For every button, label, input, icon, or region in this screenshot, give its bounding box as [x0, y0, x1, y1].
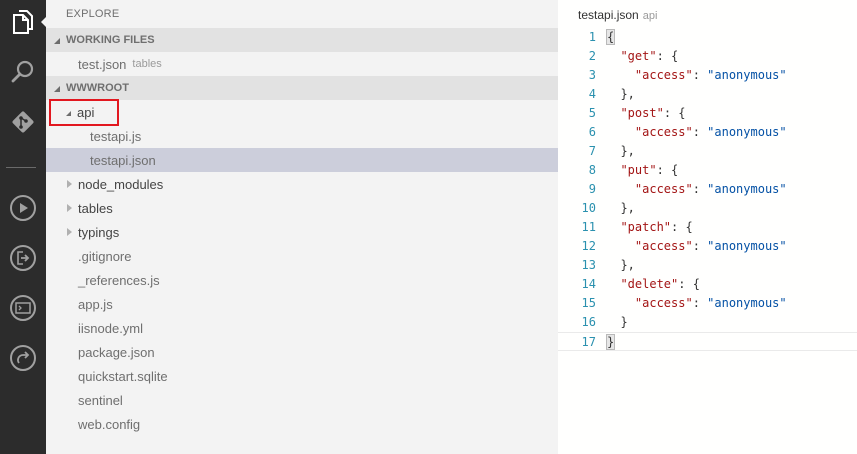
- git-icon[interactable]: [0, 102, 46, 142]
- working-files-header[interactable]: WORKING FILES: [46, 28, 558, 52]
- tree-file-web-config[interactable]: web.config: [78, 416, 141, 432]
- tree-file-testapi-json[interactable]: testapi.json: [46, 148, 558, 172]
- code-line[interactable]: 12 "access": "anonymous": [558, 237, 857, 256]
- chevron-right-icon: [67, 180, 72, 188]
- tree-folder-node-modules[interactable]: node_modules: [46, 172, 558, 196]
- line-number: 8: [588, 163, 596, 177]
- file-description: tables: [132, 58, 162, 70]
- chevron-down-icon: [54, 38, 60, 44]
- line-content: "post": {: [620, 106, 686, 120]
- line-number: 11: [581, 220, 596, 234]
- deploy-icon[interactable]: [0, 238, 46, 278]
- tree-file-references-js[interactable]: _references.js: [78, 272, 160, 288]
- line-number: 17: [581, 335, 596, 349]
- search-icon[interactable]: [0, 52, 46, 92]
- line-content: },: [606, 144, 635, 158]
- line-number: 14: [581, 277, 596, 291]
- line-content: "delete": {: [620, 277, 700, 291]
- code-line[interactable]: 1{: [558, 28, 857, 47]
- line-content: },: [606, 87, 635, 101]
- chevron-right-icon: [67, 228, 72, 236]
- tree-file-quickstart-sqlite[interactable]: quickstart.sqlite: [78, 368, 168, 384]
- line-content: },: [606, 201, 635, 215]
- code-area[interactable]: 1{2 "get": {3 "access": "anonymous"4 },5…: [558, 28, 857, 351]
- code-line[interactable]: 17}: [558, 332, 857, 351]
- line-number: 12: [581, 239, 596, 253]
- code-line[interactable]: 9 "access": "anonymous": [558, 180, 857, 199]
- debug-icon[interactable]: [0, 188, 46, 228]
- explorer-sidebar: EXPLORE WORKING FILES test.json tables W…: [46, 0, 558, 454]
- chevron-down-icon: [54, 86, 60, 92]
- line-number: 1: [588, 30, 596, 44]
- code-line[interactable]: 11 "patch": {: [558, 218, 857, 237]
- code-line[interactable]: 6 "access": "anonymous": [558, 123, 857, 142]
- line-content: }: [606, 334, 616, 350]
- code-line[interactable]: 4 },: [558, 85, 857, 104]
- line-content: },: [606, 258, 635, 272]
- line-content: "access": "anonymous": [634, 182, 787, 196]
- line-number: 15: [581, 296, 596, 310]
- line-content: "access": "anonymous": [634, 125, 787, 139]
- tree-folder-tables[interactable]: tables: [46, 196, 558, 220]
- tree-file-testapi-js[interactable]: testapi.js: [90, 128, 142, 144]
- line-content: "patch": {: [620, 220, 693, 234]
- line-content: "access": "anonymous": [634, 68, 787, 82]
- line-number: 9: [588, 182, 596, 196]
- line-content: {: [606, 29, 616, 45]
- tree-file-sentinel[interactable]: sentinel: [78, 392, 123, 408]
- active-indicator: [41, 17, 46, 27]
- terminal-icon[interactable]: [0, 288, 46, 328]
- code-line[interactable]: 15 "access": "anonymous": [558, 294, 857, 313]
- wwwroot-header[interactable]: WWWROOT: [46, 76, 558, 100]
- code-line[interactable]: 3 "access": "anonymous": [558, 66, 857, 85]
- editor-file-name: testapi.json: [578, 8, 639, 22]
- activity-bar: [0, 0, 46, 454]
- line-number: 10: [581, 201, 596, 215]
- explore-title: EXPLORE: [66, 8, 120, 20]
- line-number: 7: [588, 144, 596, 158]
- line-number: 4: [588, 87, 596, 101]
- code-line[interactable]: 2 "get": {: [558, 47, 857, 66]
- tree-file-iisnode-yml[interactable]: iisnode.yml: [78, 320, 144, 336]
- chevron-down-icon: [66, 110, 71, 116]
- tree-file-gitignore[interactable]: .gitignore: [78, 248, 132, 264]
- chevron-right-icon: [67, 204, 72, 212]
- code-line[interactable]: 13 },: [558, 256, 857, 275]
- line-content: "put": {: [620, 163, 679, 177]
- line-content: }: [606, 315, 628, 329]
- working-file-item[interactable]: test.json tables: [46, 52, 558, 76]
- explorer-icon[interactable]: [0, 2, 46, 42]
- line-content: "get": {: [620, 49, 679, 63]
- tree-file-package-json[interactable]: package.json: [78, 344, 155, 360]
- code-line[interactable]: 16 }: [558, 313, 857, 332]
- line-number: 2: [588, 49, 596, 63]
- redo-icon[interactable]: [0, 338, 46, 378]
- line-content: "access": "anonymous": [634, 239, 787, 253]
- line-number: 6: [588, 125, 596, 139]
- line-content: "access": "anonymous": [634, 296, 787, 310]
- line-number: 5: [588, 106, 596, 120]
- tree-file-app-js[interactable]: app.js: [78, 296, 113, 312]
- line-number: 16: [581, 315, 596, 329]
- line-number: 3: [588, 68, 596, 82]
- code-line[interactable]: 10 },: [558, 199, 857, 218]
- line-number: 13: [581, 258, 596, 272]
- tree-folder-typings[interactable]: typings: [46, 220, 558, 244]
- activity-divider: [6, 167, 36, 168]
- code-line[interactable]: 7 },: [558, 142, 857, 161]
- tree-folder-api[interactable]: api: [46, 100, 558, 124]
- code-line[interactable]: 14 "delete": {: [558, 275, 857, 294]
- code-line[interactable]: 5 "post": {: [558, 104, 857, 123]
- file-name: test.json: [78, 56, 127, 72]
- code-line[interactable]: 8 "put": {: [558, 161, 857, 180]
- editor-file-folder: api: [642, 10, 658, 22]
